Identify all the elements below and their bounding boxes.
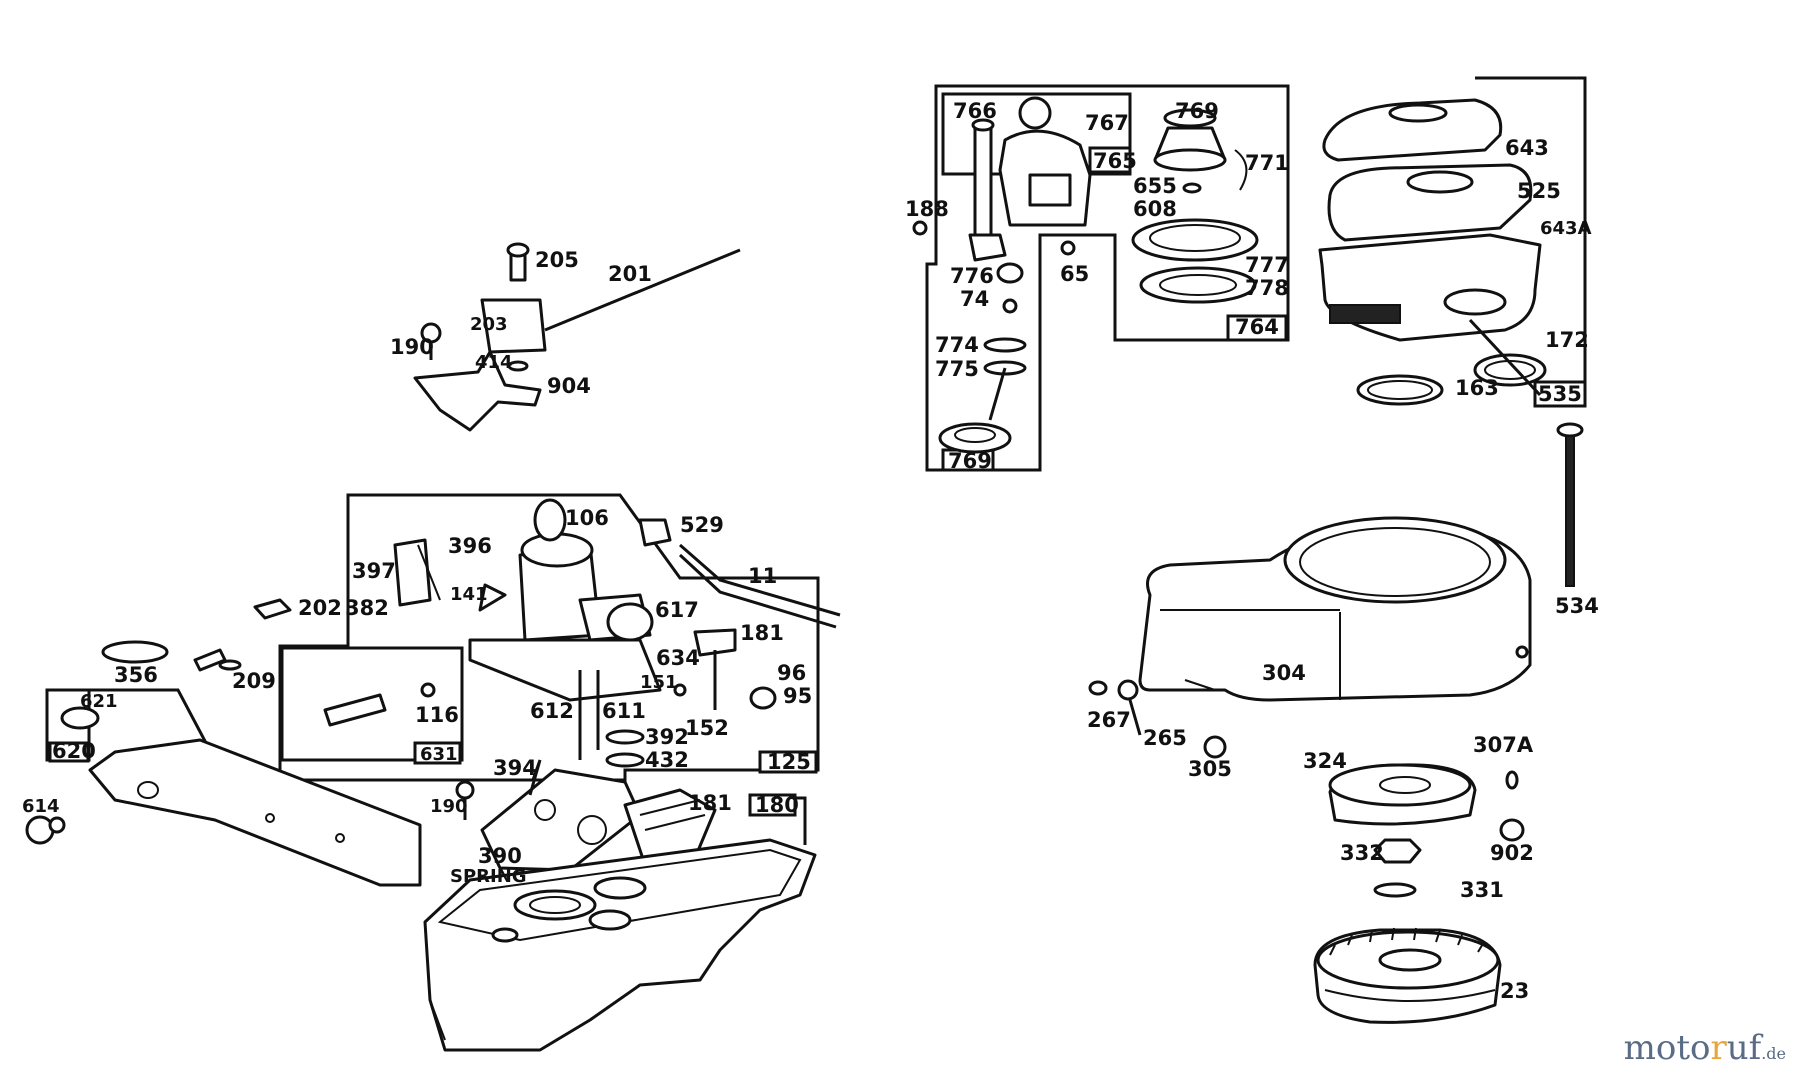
bolt-534: 534 (1555, 422, 1599, 618)
label-765: 765 (1093, 149, 1137, 173)
label-267: 267 (1087, 708, 1131, 732)
label-535: 535 (1538, 382, 1582, 406)
label-95: 95 (783, 684, 812, 708)
label-767: 767 (1085, 111, 1129, 135)
label-172: 172 (1545, 328, 1589, 352)
label-23: 23 (1500, 979, 1529, 1003)
label-74: 74 (960, 287, 989, 311)
label-202: 202 (298, 596, 342, 620)
label-390: 390 (478, 844, 522, 868)
label-332: 332 (1340, 841, 1384, 865)
label-356: 356 (114, 663, 158, 687)
label-65: 65 (1060, 262, 1089, 286)
label-181b: 181 (688, 791, 732, 815)
label-774: 774 (935, 333, 979, 357)
label-181a: 181 (740, 621, 784, 645)
label-125: 125 (767, 750, 811, 774)
label-534: 534 (1555, 594, 1599, 618)
label-209: 209 (232, 669, 276, 693)
fuel-tank-group: 394 190 390 SPRING 181 180 (423, 756, 817, 1052)
label-spring: SPRING (450, 866, 527, 887)
label-205: 205 (535, 248, 579, 272)
label-163: 163 (1455, 376, 1499, 400)
label-777: 777 (1245, 253, 1289, 277)
throttle-link-group: 205 201 203 190 414 904 (390, 242, 741, 432)
label-201: 201 (608, 262, 652, 286)
label-611: 611 (602, 699, 646, 723)
carburetor-group: 106 529 396 397 382 141 11 617 181 634 9… (278, 493, 841, 782)
rewind-starter-group: 766 767 769 765 771 655 608 188 776 74 6… (905, 84, 1290, 473)
label-902: 902 (1490, 841, 1534, 865)
label-414: 414 (475, 352, 513, 373)
label-776: 776 (950, 264, 994, 288)
label-621: 621 (80, 691, 118, 712)
label-778: 778 (1245, 276, 1289, 300)
air-cleaner-group: 643 525 643A 172 163 535 (1318, 76, 1592, 408)
label-643A: 643A (1540, 218, 1592, 239)
label-203: 203 (470, 314, 508, 335)
label-106: 106 (565, 506, 609, 530)
label-529: 529 (680, 513, 724, 537)
label-769: 769 (1175, 99, 1219, 123)
label-331: 331 (1460, 878, 1504, 902)
label-152: 152 (685, 716, 729, 740)
label-769b: 769 (948, 449, 992, 473)
label-612: 612 (530, 699, 574, 723)
label-180: 180 (755, 793, 799, 817)
label-190: 190 (390, 335, 434, 359)
label-614: 614 (22, 796, 60, 817)
label-432: 432 (645, 748, 689, 772)
label-771: 771 (1245, 151, 1289, 175)
label-11: 11 (748, 564, 777, 588)
label-766: 766 (953, 99, 997, 123)
label-151: 151 (640, 672, 678, 693)
label-643: 643 (1505, 136, 1549, 160)
label-305: 305 (1188, 757, 1232, 781)
label-631: 631 (420, 744, 458, 765)
label-190b: 190 (430, 796, 468, 817)
label-634: 634 (656, 646, 700, 670)
label-904: 904 (547, 374, 591, 398)
governor-bracket-group: 202 356 209 621 620 614 (22, 596, 422, 887)
label-382: 382 (345, 596, 389, 620)
label-525: 525 (1517, 179, 1561, 203)
label-608: 608 (1133, 197, 1177, 221)
watermark-tld: .de (1761, 1044, 1786, 1063)
label-324: 324 (1303, 749, 1347, 773)
label-96: 96 (777, 661, 806, 685)
watermark-text-c: uf (1726, 1028, 1762, 1068)
label-304: 304 (1262, 661, 1306, 685)
watermark-text-a: moto (1623, 1028, 1711, 1068)
label-617: 617 (655, 598, 699, 622)
watermark-text-b: r (1710, 1028, 1727, 1068)
label-397: 397 (352, 559, 396, 583)
label-307A: 307A (1473, 733, 1534, 757)
blower-housing-group: 304 267 265 305 (1087, 516, 1532, 781)
label-775: 775 (935, 357, 979, 381)
label-396: 396 (448, 534, 492, 558)
label-655: 655 (1133, 174, 1177, 198)
label-620: 620 (52, 739, 96, 763)
label-265: 265 (1143, 726, 1187, 750)
label-764: 764 (1235, 315, 1279, 339)
label-116: 116 (415, 703, 459, 727)
brand-watermark: motoruf.de (1624, 1028, 1786, 1068)
label-188: 188 (905, 197, 949, 221)
label-392: 392 (645, 725, 689, 749)
label-141: 141 (450, 584, 488, 605)
label-394: 394 (493, 756, 537, 780)
flywheel-group: 324 307A 902 332 331 23 (1303, 733, 1534, 1024)
